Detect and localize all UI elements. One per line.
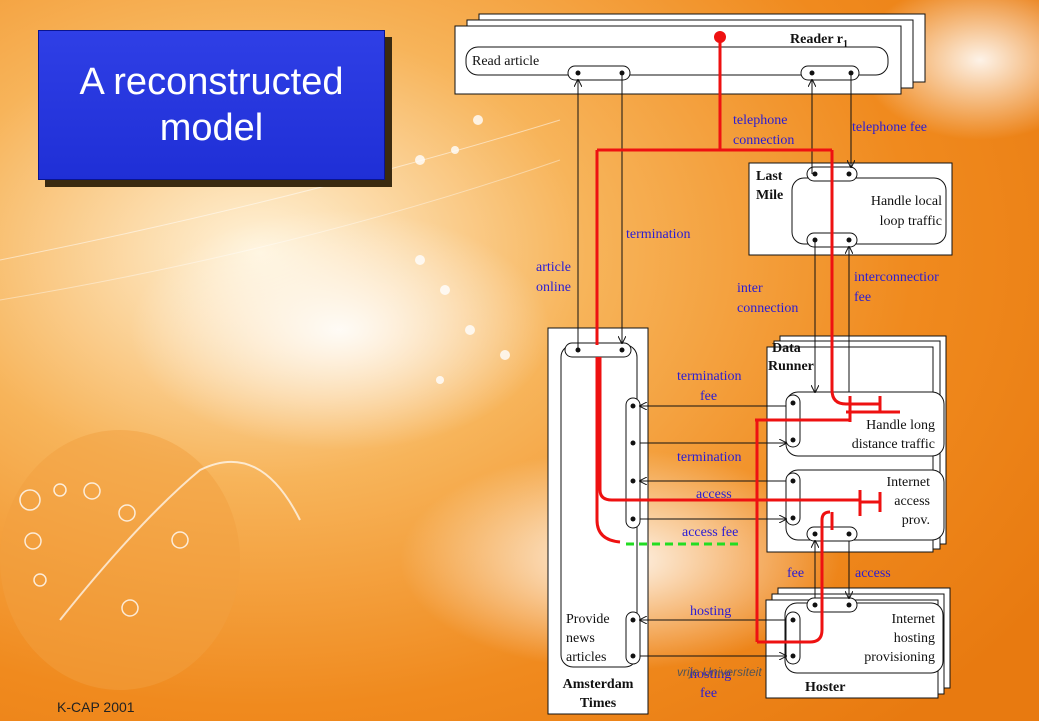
label-termination-mid: termination	[677, 450, 742, 465]
long-distance-activity-1: Handle long	[866, 418, 935, 433]
label-telephone-connection-1: telephone	[733, 113, 787, 128]
watermark-text: vrije Universiteit	[677, 665, 762, 679]
internet-access-activity-3: prov.	[902, 513, 930, 528]
times-name-1: Amsterdam	[563, 677, 634, 692]
data-runner-name-2: Runner	[768, 359, 814, 374]
hoster-activity-3: provisioning	[864, 650, 935, 665]
label-hosting-fee-2: fee	[700, 686, 717, 701]
reader-activity: Read article	[472, 54, 539, 69]
label-telephone-fee: telephone fee	[852, 120, 927, 135]
long-distance-activity-2: distance traffic	[852, 437, 935, 452]
times-activity-1: Provide	[566, 612, 610, 627]
last-mile-name-1: Last	[756, 169, 783, 184]
label-article-online-1: article	[536, 260, 571, 275]
label-interconnection-fee-2: fee	[854, 290, 871, 305]
data-runner-name-1: Data	[772, 341, 801, 356]
times-name-2: Times	[580, 696, 617, 711]
last-mile-activity-1: Handle local	[871, 194, 942, 209]
label-termination-fee-1: termination	[677, 369, 742, 384]
hoster-activity-2: hosting	[894, 631, 935, 646]
label-access-hoster: access	[855, 566, 891, 581]
last-mile-activity-2: loop traffic	[880, 214, 942, 229]
label-access-fee: access fee	[682, 525, 738, 540]
label-inter-connection-1: inter	[737, 281, 763, 296]
label-inter-connection-2: connection	[737, 301, 798, 316]
start-stimulus	[714, 31, 726, 43]
label-telephone-connection-2: connection	[733, 133, 794, 148]
label-access: access	[696, 487, 732, 502]
label-termination-fee-2: fee	[700, 389, 717, 404]
last-mile-name-2: Mile	[756, 188, 783, 203]
internet-access-activity-1: Internet	[886, 475, 930, 490]
label-hosting: hosting	[690, 604, 731, 619]
hoster-name: Hoster	[805, 680, 845, 695]
label-article-online-2: online	[536, 280, 571, 295]
hoster-activity-1: Internet	[891, 612, 935, 627]
reader-actor: Reader r1 Read article	[455, 14, 925, 94]
label-fee: fee	[787, 566, 804, 581]
label-termination-top: termination	[626, 227, 691, 242]
times-activity-2: news	[566, 631, 595, 646]
internet-access-activity-2: access	[894, 494, 930, 509]
times-activity-3: articles	[566, 650, 606, 665]
label-interconnection-fee-1: interconnectior	[854, 270, 939, 285]
